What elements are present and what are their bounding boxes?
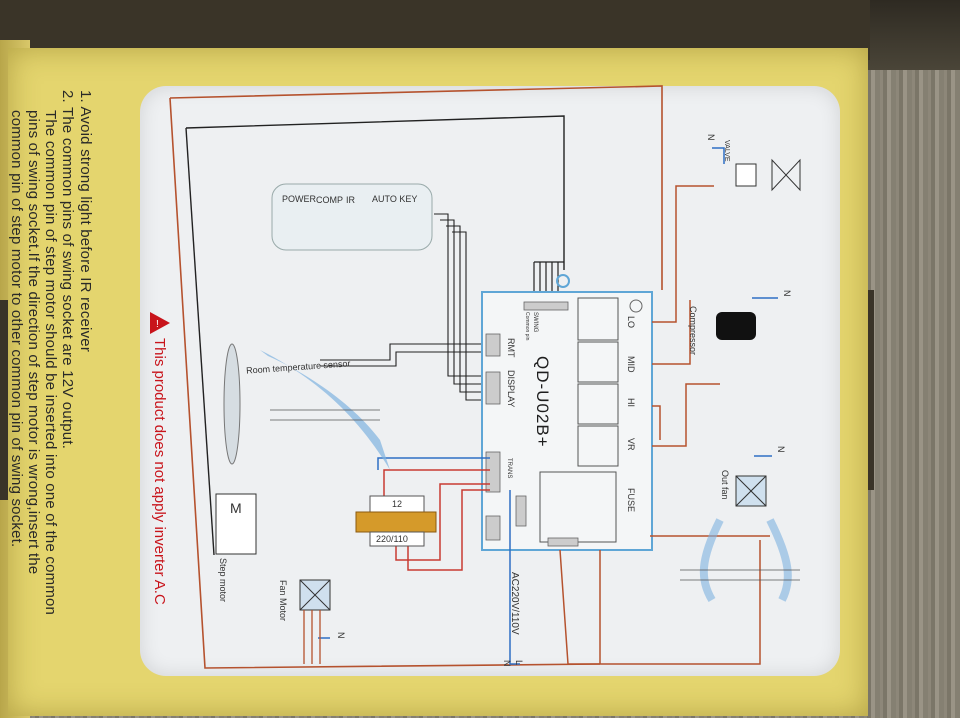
display-label-ir: IR [346, 195, 355, 205]
note-line-1: 1. Avoid strong light before IR receiver [77, 90, 94, 353]
board-rmt: RMT [506, 338, 516, 358]
label-step-motor: Step motor [218, 558, 228, 603]
louver [223, 343, 241, 465]
display-label-power: POWER [282, 194, 317, 204]
board-fuse: FUSE [626, 488, 636, 513]
relay-output-wires [559, 185, 770, 665]
relay-lo: LO [626, 316, 636, 329]
label-n-outfan: N [776, 446, 786, 453]
relay-mid: MID [626, 356, 636, 373]
board-common-pin: Common pin [524, 312, 530, 341]
wire-brown-left [169, 97, 601, 669]
wire-black-top [185, 115, 565, 270]
sensor-wire [320, 343, 486, 361]
wire-brown-top [169, 85, 663, 290]
label-fan-motor: Fan Motor [278, 580, 288, 622]
transformer-core [355, 511, 437, 533]
valve-symbol [771, 158, 801, 192]
display-box [271, 183, 433, 251]
relay-hi: HI [626, 398, 636, 407]
step-motor [215, 493, 257, 555]
label-l: L [514, 660, 524, 666]
display-label-auto-key: AUTO KEY [372, 194, 418, 204]
warning-text: This product does not apply inverter A.C [151, 338, 168, 605]
label-n-ac: N [502, 660, 512, 667]
label-n-valve: N [706, 134, 716, 141]
transformer-high-side [369, 531, 425, 547]
note-line-2b: The common pin of step motor should be i… [42, 110, 59, 616]
label-ac-input: AC220V/110V [509, 572, 520, 635]
note-line-2c: pins of swing socket.If the direction of… [25, 110, 42, 575]
indoor-coil [270, 409, 380, 421]
note-line-2d: common pin of step motor to other common… [8, 110, 25, 548]
neutral-wires [318, 147, 778, 665]
outdoor-coil [680, 569, 800, 581]
label-transformer-high: 220/110 [376, 534, 408, 544]
compressor [716, 312, 756, 340]
svg-text:!: ! [156, 319, 159, 330]
relays [539, 297, 619, 543]
label-n-fanmotor: N [336, 632, 346, 639]
label-valve: VALVE [723, 140, 730, 162]
board-swing: SWING [532, 312, 538, 333]
board-display: DISPLAY [506, 370, 516, 408]
label-n-compressor: N [782, 290, 792, 297]
board-trans: TRANS [506, 458, 512, 479]
wire-black-left [185, 127, 215, 556]
display-wires [434, 213, 490, 401]
relay-vr: VR [626, 438, 636, 451]
label-out-fan: Out fan [720, 470, 730, 500]
label-transformer-low: 12 [392, 499, 403, 509]
valve [735, 163, 757, 187]
display-label-comp: COMP [316, 195, 343, 205]
label-compressor: Compressor [688, 306, 698, 356]
warning-icon [150, 312, 170, 334]
note-line-2a: 2. The common pins of swing socket are 1… [59, 90, 76, 450]
board-model: QD-U02B+ [533, 356, 552, 448]
label-motor-m: M [230, 500, 242, 516]
